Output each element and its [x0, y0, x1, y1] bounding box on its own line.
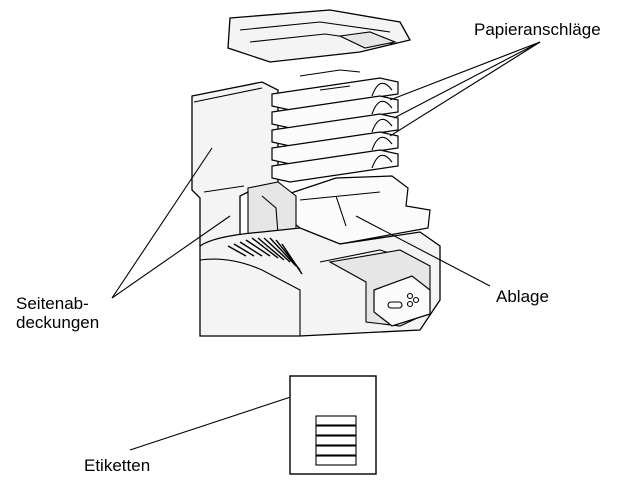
leader-tray [355, 215, 491, 287]
label-paper-stops: Papieranschläge [474, 20, 601, 39]
leader-paper-stops-1 [389, 41, 541, 101]
leader-paper-stops-2 [393, 41, 541, 119]
label-sheet [289, 375, 377, 475]
panel-button-icon [412, 296, 420, 304]
output-bins [271, 69, 399, 183]
panel-button-icon [406, 300, 414, 308]
leader-side-cover-2 [111, 215, 231, 299]
label-labels-sheet: Etiketten [84, 456, 151, 475]
leader-side-cover-1 [111, 147, 213, 299]
leader-lines [111, 41, 541, 451]
label-side-covers-line2: deckungen [16, 313, 100, 332]
label-tray: Ablage [496, 287, 549, 306]
operator-panel [373, 275, 431, 327]
panel-button-icon [406, 292, 414, 300]
side-cover-left [191, 81, 279, 257]
leader-paper-stops-3 [389, 41, 541, 137]
leader-labels [129, 387, 319, 451]
vent-grille [227, 237, 303, 275]
panel-button-icon [387, 301, 403, 309]
mailbox-top-unit [227, 9, 411, 63]
paper-stops [371, 82, 393, 169]
label-side-covers-line1: Seitenab- [16, 294, 89, 313]
output-tray [281, 175, 431, 245]
